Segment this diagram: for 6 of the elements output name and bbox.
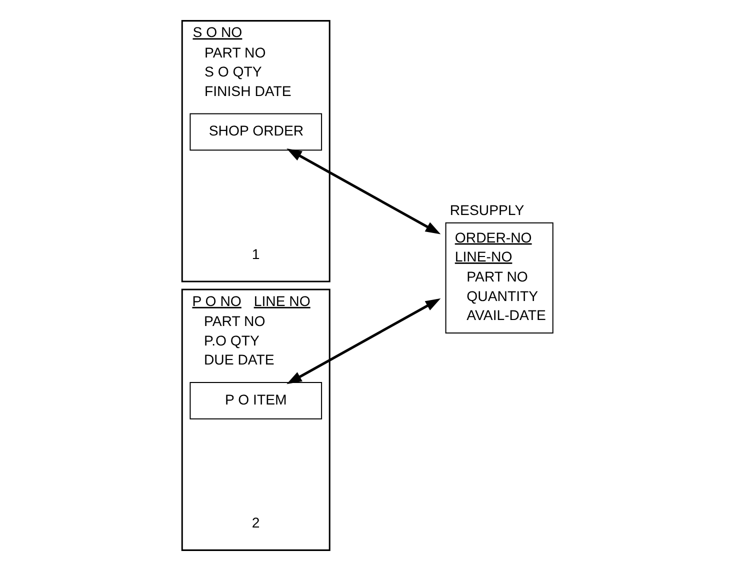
node-box: ORDER-NO LINE-NO PART NO QUANTITY AVAIL-DATE	[444, 222, 553, 334]
arrow	[286, 298, 440, 384]
node-box: P O ITEM	[189, 382, 322, 420]
node-label: RESUPPLY	[449, 202, 524, 218]
arrow	[286, 148, 440, 234]
node-box: SHOP ORDER	[189, 113, 322, 151]
